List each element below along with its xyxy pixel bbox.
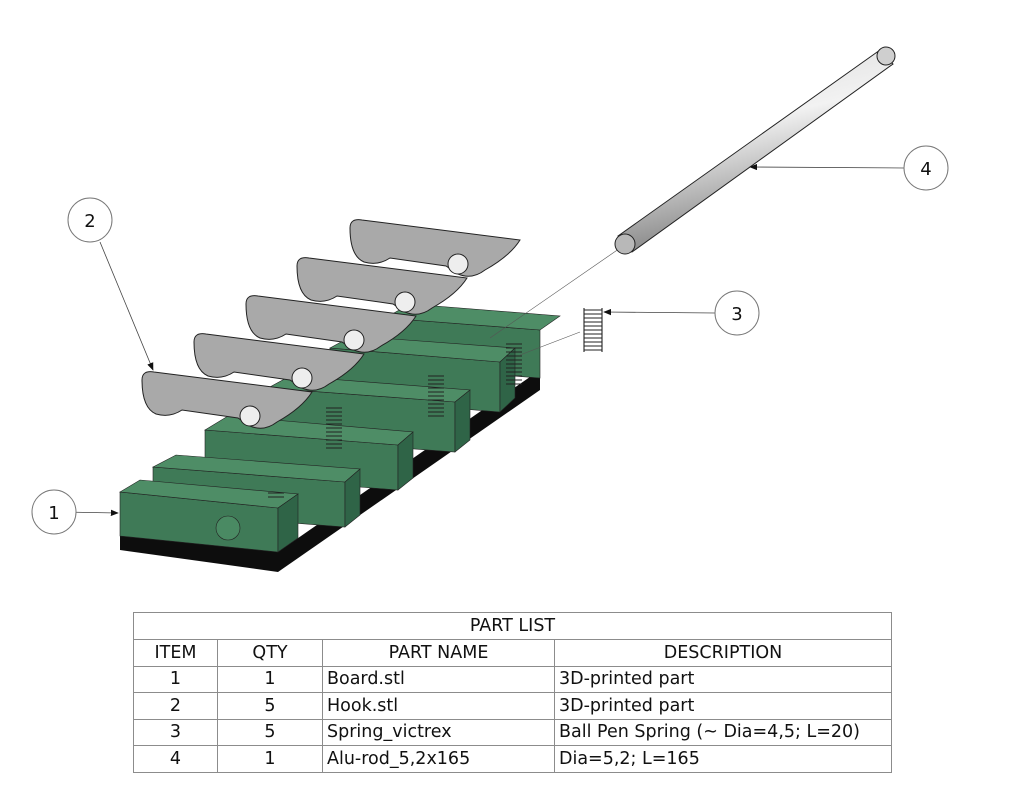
cell-description: 3D-printed part bbox=[554, 692, 892, 720]
header-description: DESCRIPTION bbox=[554, 639, 892, 667]
spring bbox=[428, 375, 444, 417]
cell-part-name: Spring_victrex bbox=[322, 718, 555, 746]
part-list-table: PART LIST ITEM QTY PART NAME DESCRIPTION… bbox=[133, 612, 892, 773]
hooks bbox=[141, 219, 521, 429]
leader-line-4 bbox=[749, 163, 905, 171]
cell-item: 4 bbox=[133, 745, 218, 773]
rod-end-face bbox=[614, 233, 636, 255]
table-row: 1 1 Board.stl 3D-printed part bbox=[133, 665, 892, 693]
table-row: 2 5 Hook.stl 3D-printed part bbox=[133, 692, 892, 720]
part-list-header-row: ITEM QTY PART NAME DESCRIPTION bbox=[133, 639, 892, 667]
spring bbox=[506, 343, 522, 385]
rod-hole bbox=[215, 515, 241, 541]
cell-description: Dia=5,2; L=165 bbox=[554, 745, 892, 773]
balloon-2[interactable]: 2 bbox=[67, 197, 113, 243]
cell-qty: 1 bbox=[217, 665, 323, 693]
cell-qty: 1 bbox=[217, 745, 323, 773]
board-part bbox=[119, 303, 561, 572]
balloon-label-2: 2 bbox=[84, 211, 95, 232]
balloon-1[interactable]: 1 bbox=[31, 489, 77, 535]
board-block-front bbox=[119, 479, 299, 553]
part-list-title: PART LIST bbox=[133, 612, 892, 640]
table-row: 3 5 Spring_victrex Ball Pen Spring (~ Di… bbox=[133, 718, 892, 746]
leader-line-3 bbox=[603, 308, 716, 316]
cell-qty: 5 bbox=[217, 692, 323, 720]
cell-item: 1 bbox=[133, 665, 218, 693]
header-item: ITEM bbox=[133, 639, 218, 667]
cell-item: 3 bbox=[133, 718, 218, 746]
loose-spring bbox=[583, 308, 603, 352]
balloon-3[interactable]: 3 bbox=[714, 290, 760, 336]
spring bbox=[326, 407, 342, 449]
board-base-front bbox=[120, 530, 278, 572]
balloon-label-1: 1 bbox=[48, 503, 59, 524]
cell-description: Ball Pen Spring (~ Dia=4,5; L=20) bbox=[554, 718, 892, 746]
leader-line-2 bbox=[99, 241, 154, 371]
hook bbox=[296, 257, 468, 315]
balloon-label-4: 4 bbox=[920, 159, 931, 180]
table-row: 4 1 Alu-rod_5,2x165 Dia=5,2; L=165 bbox=[133, 745, 892, 773]
header-qty: QTY bbox=[217, 639, 323, 667]
cell-description: 3D-printed part bbox=[554, 665, 892, 693]
balloon-4[interactable]: 4 bbox=[903, 145, 949, 191]
cell-part-name: Alu-rod_5,2x165 bbox=[322, 745, 555, 773]
cell-item: 2 bbox=[133, 692, 218, 720]
hook bbox=[193, 333, 365, 391]
assembly-lines bbox=[489, 243, 627, 356]
cell-part-name: Hook.stl bbox=[322, 692, 555, 720]
spring bbox=[268, 492, 284, 498]
springs-on-board bbox=[268, 343, 522, 498]
balloon-label-3: 3 bbox=[731, 304, 742, 325]
hook bbox=[141, 371, 313, 429]
alu-rod bbox=[614, 46, 896, 255]
hook bbox=[349, 219, 521, 277]
cell-qty: 5 bbox=[217, 718, 323, 746]
hook bbox=[245, 295, 417, 353]
assembly-drawing: 1 2 3 4 bbox=[31, 46, 949, 572]
part-list-title-row: PART LIST bbox=[133, 612, 892, 640]
header-part-name: PART NAME bbox=[322, 639, 555, 667]
cell-part-name: Board.stl bbox=[322, 665, 555, 693]
